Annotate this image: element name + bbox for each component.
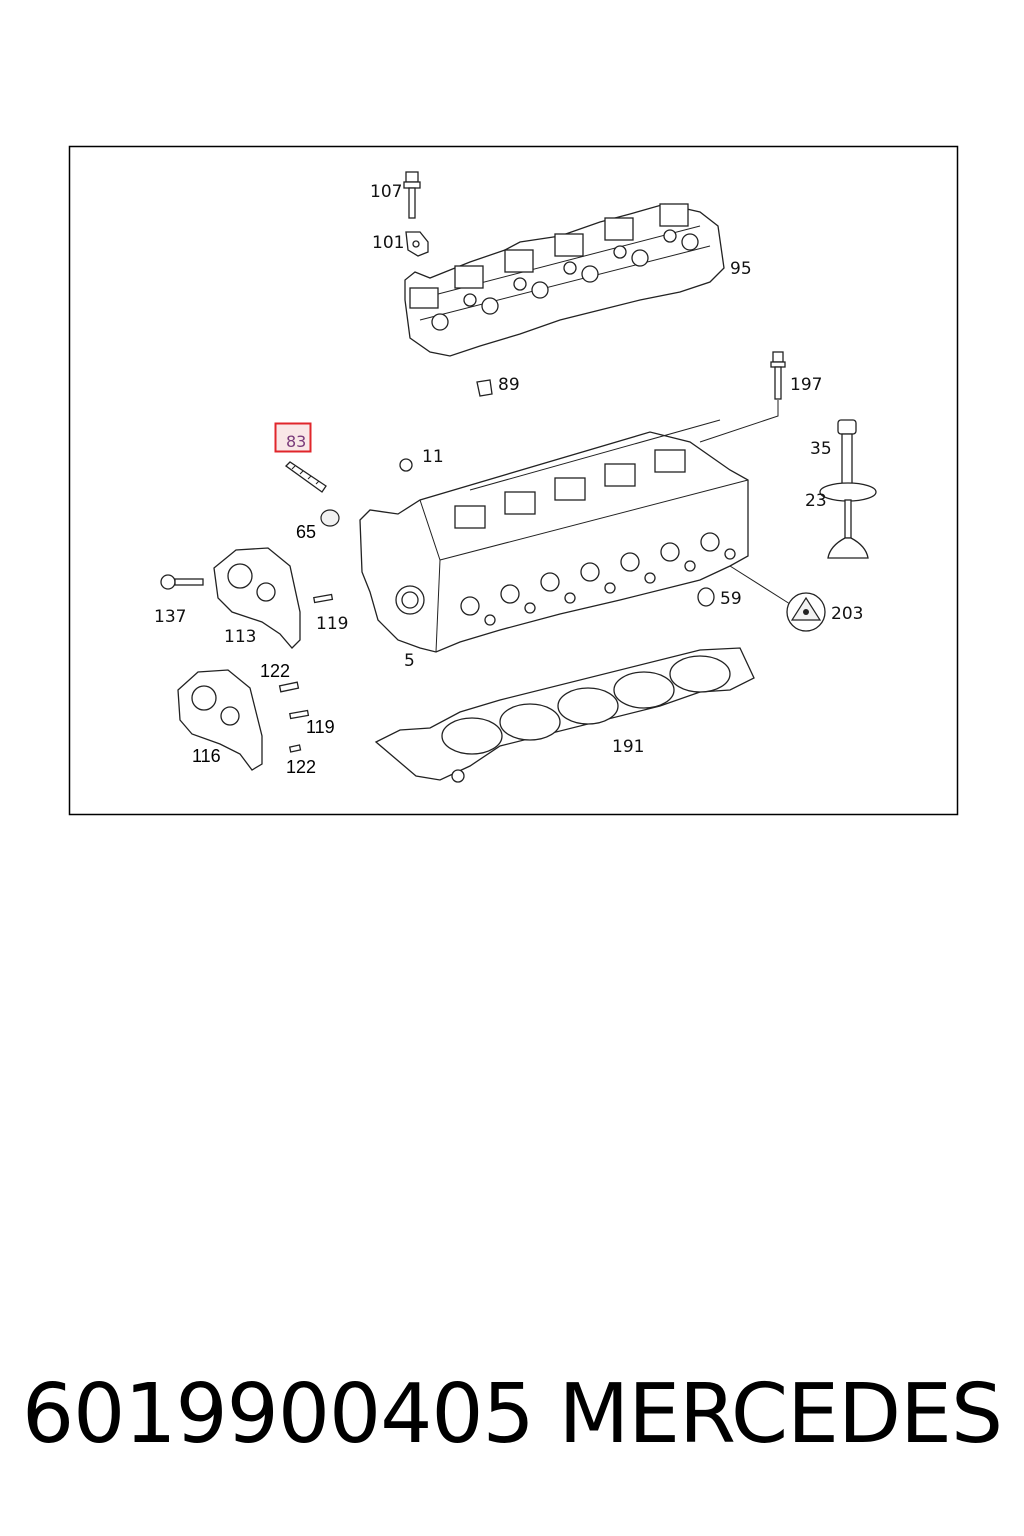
label-137: 137 — [154, 607, 186, 627]
pin-119b-part — [289, 709, 310, 720]
valve-23-part — [819, 419, 877, 559]
stud-83-part — [285, 461, 327, 493]
label-35: 35 — [810, 439, 832, 459]
label-11: 11 — [422, 447, 444, 467]
seal-59-part — [697, 587, 715, 607]
exploded-parts-diagram: 107 101 95 89 197 83 11 35 23 65 137 113… — [68, 145, 959, 816]
cover-116-part — [177, 669, 263, 771]
tool-203-part — [786, 592, 826, 632]
camshaft-carrier-part — [404, 203, 725, 357]
label-107: 107 — [370, 182, 402, 202]
pin-122a-part — [278, 681, 300, 693]
label-5: 5 — [404, 651, 415, 671]
label-116: 116 — [192, 746, 221, 766]
bolt-137-part — [160, 574, 204, 590]
highlight-box-83 — [274, 422, 312, 453]
label-83: 83 — [286, 432, 306, 451]
label-203: 203 — [831, 604, 863, 624]
sleeve-89-part — [476, 379, 493, 397]
bolt-197-part — [699, 351, 786, 443]
label-197: 197 — [790, 375, 822, 395]
plug-65-part — [320, 509, 340, 527]
label-191: 191 — [612, 737, 644, 757]
head-gasket-191-part — [374, 647, 755, 783]
bolt-107-part — [403, 171, 421, 219]
label-119a: 119 — [316, 614, 348, 634]
footer: 6019900405 MERCEDES — [0, 1360, 1024, 1470]
label-113: 113 — [224, 627, 256, 647]
label-101: 101 — [372, 233, 404, 253]
label-59: 59 — [720, 589, 742, 609]
label-65: 65 — [296, 522, 316, 542]
cylinder-head-part — [359, 419, 791, 653]
part-number: 6019900405 — [22, 1367, 535, 1462]
brand-name: MERCEDES — [558, 1367, 1003, 1462]
label-122b: 122 — [286, 757, 316, 777]
label-122a: 122 — [260, 661, 290, 681]
cover-113-part — [213, 547, 301, 649]
label-89: 89 — [498, 375, 520, 395]
pin-119a-part — [313, 593, 334, 604]
bracket-101-part — [405, 231, 429, 257]
pin-122b-part — [288, 744, 302, 753]
plug-11-part — [399, 458, 413, 472]
label-23: 23 — [805, 491, 827, 511]
label-119b: 119 — [306, 717, 335, 737]
label-95: 95 — [730, 259, 752, 279]
